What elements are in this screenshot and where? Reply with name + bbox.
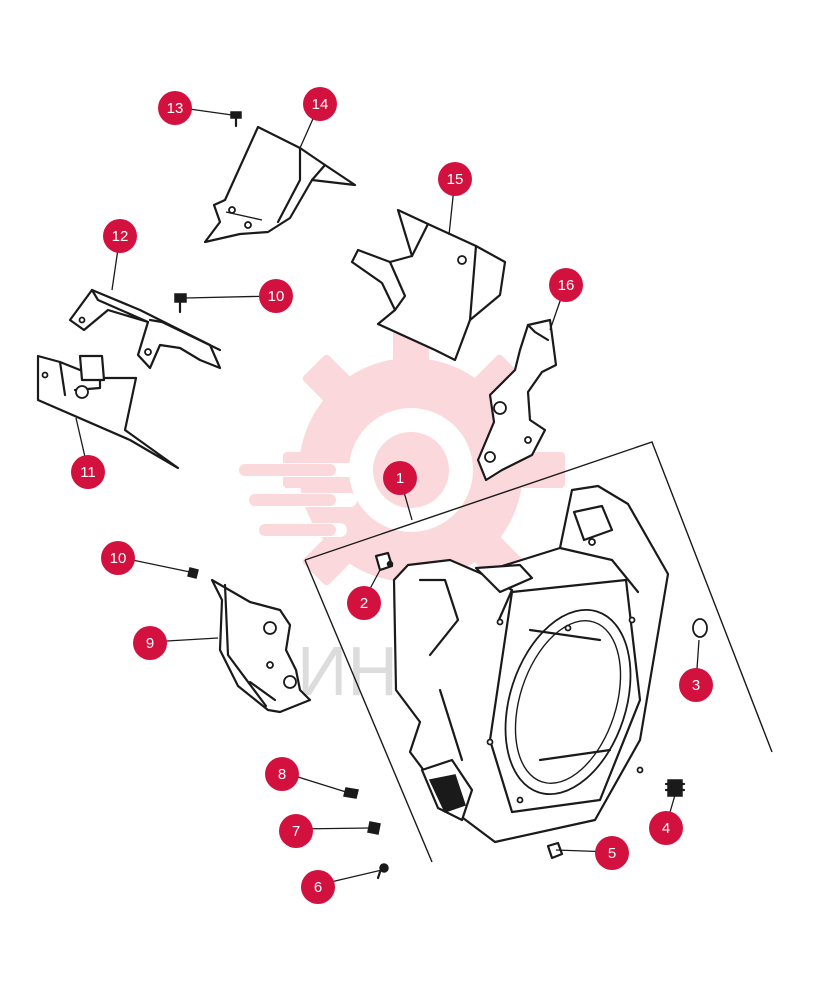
- callout-11: 11: [71, 455, 105, 489]
- part-10-screw-lower: [187, 567, 199, 579]
- callout-5: 5: [595, 836, 629, 870]
- callout-3: 3: [679, 668, 713, 702]
- svg-text:11: 11: [80, 464, 96, 481]
- part-11-lower-bracket: [36, 354, 180, 470]
- callout-10-upper: 10: [259, 279, 293, 313]
- svg-text:15: 15: [447, 171, 464, 188]
- svg-text:1: 1: [396, 470, 404, 487]
- callout-2: 2: [347, 586, 381, 620]
- svg-text:6: 6: [314, 879, 322, 896]
- svg-text:3: 3: [692, 677, 700, 694]
- callout-1: 1: [383, 461, 417, 495]
- svg-text:4: 4: [662, 820, 670, 837]
- svg-text:16: 16: [558, 277, 575, 294]
- callout-8: 8: [265, 757, 299, 791]
- callout-7: 7: [279, 814, 313, 848]
- callout-10-lower: 10: [101, 541, 135, 575]
- callout-14: 14: [303, 87, 337, 121]
- part-3-plug: [692, 618, 708, 638]
- svg-text:10: 10: [110, 550, 127, 567]
- part-12-bracket: [68, 288, 222, 370]
- part-15-side-shroud: [350, 208, 507, 362]
- part-4-stud: [664, 779, 686, 797]
- svg-text:13: 13: [167, 100, 184, 117]
- svg-text:9: 9: [146, 635, 154, 652]
- callout-4: 4: [649, 811, 683, 845]
- callout-16: 16: [549, 268, 583, 302]
- callout-6: 6: [301, 870, 335, 904]
- part-16-bracket: [476, 318, 558, 482]
- callout-12: 12: [103, 219, 137, 253]
- part-9-side-bracket: [210, 578, 312, 714]
- svg-text:8: 8: [278, 766, 286, 783]
- part-1-blower-housing: [304, 441, 773, 863]
- part-10-screw-upper: [174, 293, 187, 314]
- svg-text:10: 10: [268, 288, 285, 305]
- part-14-upper-shroud: [203, 125, 357, 244]
- svg-text:2: 2: [360, 595, 368, 612]
- part-8-screw: [343, 787, 359, 799]
- svg-text:14: 14: [312, 96, 329, 113]
- part-2-clip: [374, 551, 394, 572]
- part-5-nut: [546, 841, 564, 860]
- part-13-screw: [230, 111, 242, 128]
- callout-15: 15: [438, 162, 472, 196]
- svg-text:7: 7: [292, 823, 300, 840]
- svg-text:5: 5: [608, 845, 616, 862]
- callout-9: 9: [133, 626, 167, 660]
- callout-13: 13: [158, 91, 192, 125]
- svg-text:12: 12: [112, 228, 129, 245]
